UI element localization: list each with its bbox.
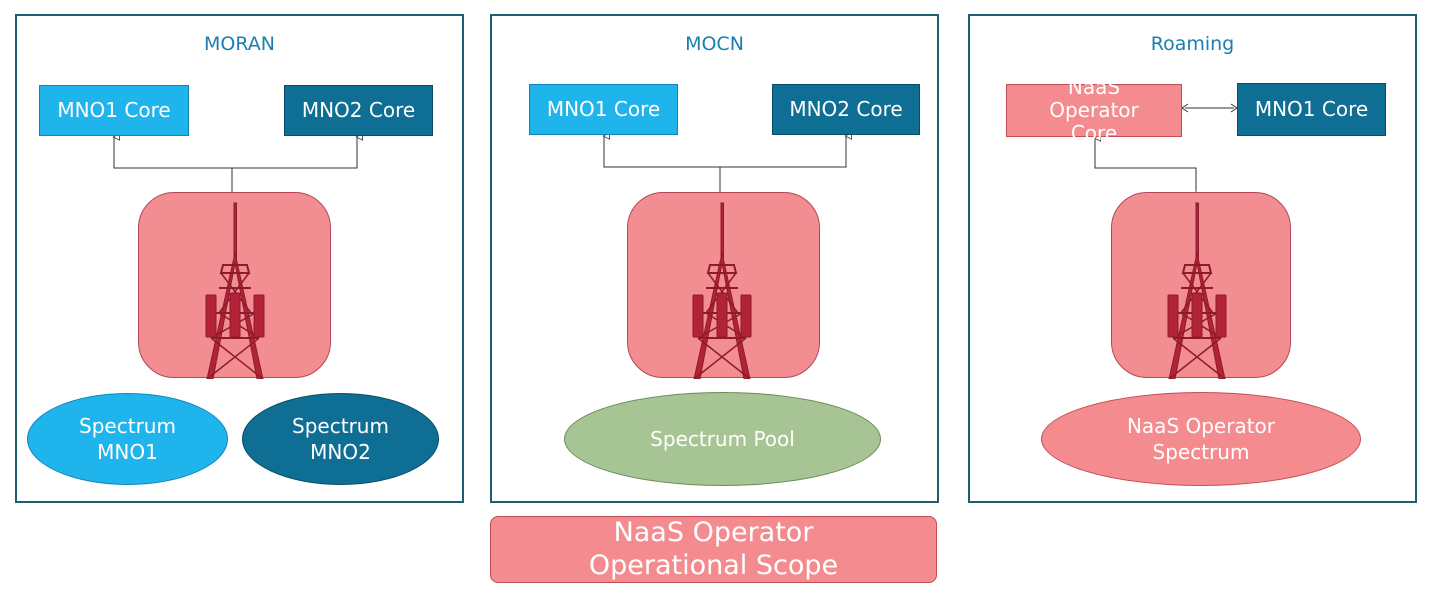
mno1-core-box: MNO1 Core [529,84,678,135]
cell-tower-icon [205,202,265,379]
naas-operator-scope-legend: NaaS Operator Operational Scope [490,516,937,583]
spectrum-label: Spectrum MNO2 [292,414,389,464]
panel-title: MOCN [685,33,744,55]
legend-line2: Operational Scope [588,549,839,581]
mno2-core-box: MNO2 Core [772,84,920,135]
spectrum-label: NaaS Operator Spectrum [1126,414,1276,464]
mno1-core-box: MNO1 Core [1237,83,1386,136]
naas-spectrum-ellipse: NaaS Operator Spectrum [1041,392,1361,486]
cell-tower-icon [692,202,752,379]
panel-title: Roaming [1150,33,1235,55]
spectrum-mno1-ellipse: Spectrum MNO1 [27,393,228,485]
radio-tower-box [138,192,331,379]
radio-tower-box [627,192,820,379]
spectrum-mno2-ellipse: Spectrum MNO2 [242,393,439,485]
cell-tower-icon [1167,202,1227,379]
naas-operator-core-box: NaaS Operator Core [1006,76,1182,145]
mno1-core-box: MNO1 Core [39,85,189,136]
spectrum-pool-ellipse: Spectrum Pool [564,392,881,486]
radio-tower-box [1111,192,1291,379]
spectrum-label: Spectrum Pool [650,427,795,451]
legend-line1: NaaS Operator [613,517,814,549]
panel-title: MORAN [204,33,275,55]
spectrum-label: Spectrum MNO1 [79,414,176,464]
mno2-core-box: MNO2 Core [284,85,433,136]
